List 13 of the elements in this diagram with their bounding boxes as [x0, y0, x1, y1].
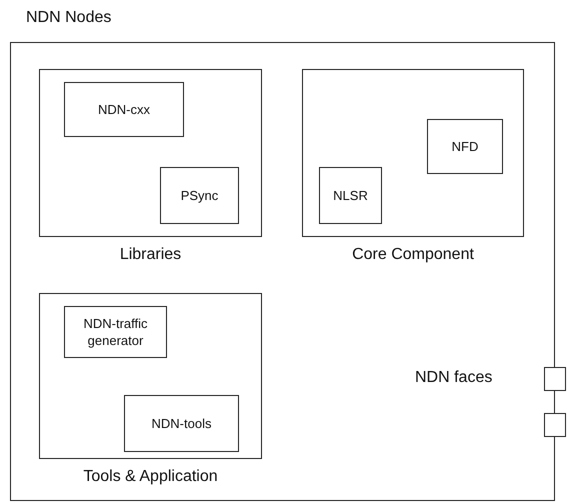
group-label: Libraries [120, 245, 182, 265]
face-port-box [544, 367, 566, 391]
component-box: PSync [160, 167, 239, 224]
component-box: NFD [427, 119, 503, 174]
component-box: NLSR [319, 167, 382, 224]
group-label: Core Component [352, 245, 474, 265]
faces-label: NDN faces [415, 369, 492, 387]
component-box: NDN-tools [124, 395, 239, 452]
face-port-box [544, 413, 566, 437]
group-label: NDN Nodes [25, 8, 112, 28]
component-box: NDN-traffic generator [64, 306, 167, 358]
group-label: Tools & Application [83, 467, 218, 487]
component-box: NDN-cxx [64, 82, 184, 137]
